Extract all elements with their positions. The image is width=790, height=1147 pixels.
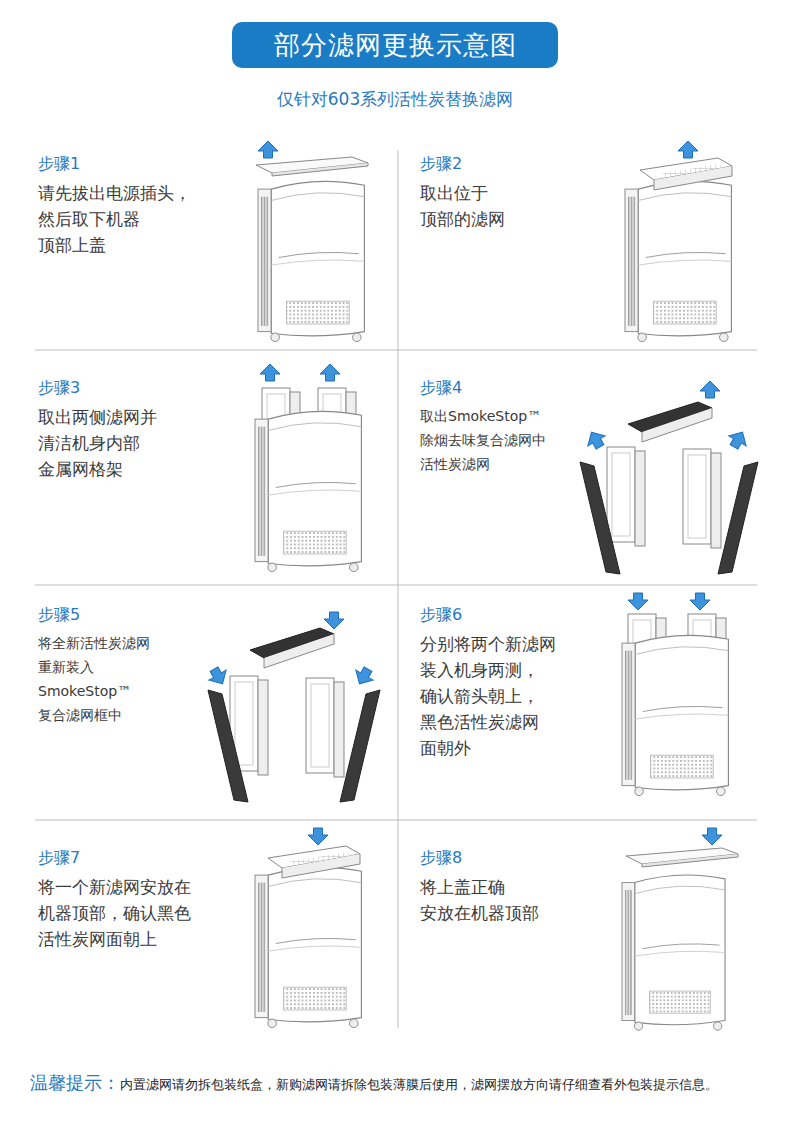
text-line: 安放在机器顶部 [420, 900, 539, 926]
step-heading: 步骤2 [420, 152, 505, 176]
text-line: 活性炭网面朝上 [38, 926, 191, 952]
step-heading: 步骤4 [420, 376, 546, 400]
step-heading: 步骤3 [38, 376, 157, 400]
text-line: 顶部上盖 [38, 232, 191, 258]
step-panel: 步骤1 请先拔出电源插头， 然后取下机器 顶部上盖 [38, 152, 191, 258]
text-line: 然后取下机器 [38, 206, 191, 232]
step-heading: 步骤6 [420, 603, 556, 627]
tip-heading: 温馨提示： [30, 1072, 120, 1093]
step-text: 分别将两个新滤网 装入机身两测， 确认箭头朝上， 黑色活性炭滤网 面朝外 [420, 631, 556, 761]
text-line: 请先拔出电源插头， [38, 180, 191, 206]
step-text: 取出两侧滤网并 清洁机身内部 金属网格架 [38, 404, 157, 482]
text-line: 将上盖正确 [420, 874, 539, 900]
text-line: 黑色活性炭滤网 [420, 709, 556, 735]
text-line: 活性炭滤网 [420, 452, 546, 476]
step-panel: 步骤7 将一个新滤网安放在 机器顶部，确认黑色 活性炭网面朝上 [38, 846, 191, 952]
text-line: 确认箭头朝上， [420, 683, 556, 709]
text-line: 装入机身两测， [420, 657, 556, 683]
step-panel: 步骤4 取出SmokeStop™ 除烟去味复合滤网中 活性炭滤网 [420, 376, 546, 476]
step-text: 取出位于 顶部的滤网 [420, 180, 505, 232]
text-line: 顶部的滤网 [420, 206, 505, 232]
step-heading: 步骤7 [38, 846, 191, 870]
text-line: 金属网格架 [38, 456, 157, 482]
step-text: 请先拔出电源插头， 然后取下机器 顶部上盖 [38, 180, 191, 258]
text-line: 分别将两个新滤网 [420, 631, 556, 657]
text-line: 取出两侧滤网并 [38, 404, 157, 430]
text-line: 将一个新滤网安放在 [38, 874, 191, 900]
step-text: 将一个新滤网安放在 机器顶部，确认黑色 活性炭网面朝上 [38, 874, 191, 952]
step-text: 将全新活性炭滤网 重新装入 SmokeStop™ 复合滤网框中 [38, 631, 150, 727]
text-line: 取出SmokeStop™ [420, 404, 546, 428]
text-line: 将全新活性炭滤网 [38, 631, 150, 655]
title-text: 部分滤网更换示意图 [274, 28, 517, 63]
step-panel: 步骤6 分别将两个新滤网 装入机身两测， 确认箭头朝上， 黑色活性炭滤网 面朝外 [420, 603, 556, 761]
text-line: 复合滤网框中 [38, 703, 150, 727]
tip-text: 内置滤网请勿拆包装纸盒，新购滤网请拆除包装薄膜后使用，滤网摆放方向请仔细查看外包… [120, 1077, 718, 1092]
text-line: 清洁机身内部 [38, 430, 157, 456]
step-panel: 步骤5 将全新活性炭滤网 重新装入 SmokeStop™ 复合滤网框中 [38, 603, 150, 727]
text-line: 除烟去味复合滤网中 [420, 428, 546, 452]
text-line: SmokeStop™ [38, 679, 150, 703]
text-line: 机器顶部，确认黑色 [38, 900, 191, 926]
step-text: 取出SmokeStop™ 除烟去味复合滤网中 活性炭滤网 [420, 404, 546, 476]
subtitle-row: 仅针对603系列活性炭替换滤网 [0, 88, 790, 111]
step-heading: 步骤1 [38, 152, 191, 176]
title-banner: 部分滤网更换示意图 [232, 22, 558, 68]
text-line: 面朝外 [420, 735, 556, 761]
step-text: 将上盖正确 安放在机器顶部 [420, 874, 539, 926]
text-line: 重新装入 [38, 655, 150, 679]
step-panel: 步骤3 取出两侧滤网并 清洁机身内部 金属网格架 [38, 376, 157, 482]
text-line: 取出位于 [420, 180, 505, 206]
step-panel: 步骤8 将上盖正确 安放在机器顶部 [420, 846, 539, 926]
subtitle: 仅针对603系列活性炭替换滤网 [277, 89, 513, 109]
step-heading: 步骤5 [38, 603, 150, 627]
footer-note: 温馨提示：内置滤网请勿拆包装纸盒，新购滤网请拆除包装薄膜后使用，滤网摆放方向请仔… [30, 1068, 760, 1100]
step-heading: 步骤8 [420, 846, 539, 870]
step-panel: 步骤2 取出位于 顶部的滤网 [420, 152, 505, 232]
